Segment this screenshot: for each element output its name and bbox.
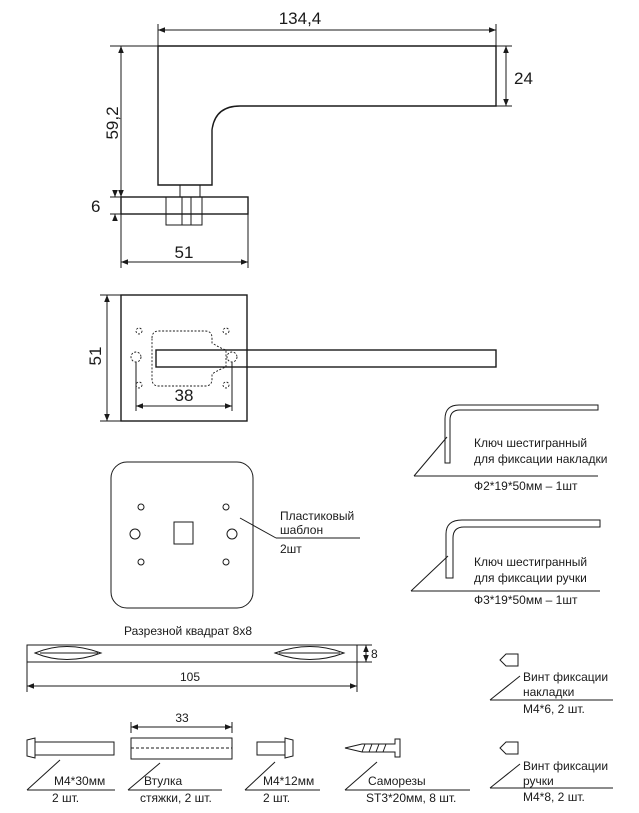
mounting-hole: [135, 327, 143, 335]
leader-line: [244, 761, 276, 791]
bolt-shank: [34, 741, 115, 756]
spindle-spring-right: [273, 646, 346, 660]
template-hole: [222, 558, 230, 566]
lever-front: [155, 349, 497, 368]
leader-line: [489, 675, 521, 701]
handle-neck: [179, 184, 201, 198]
wood-screw-shape: [344, 738, 401, 758]
wood-screw-label-2: ST3*20мм, 8 шт.: [366, 791, 456, 805]
hex-key-rose: Ключ шестигранный для фиксации накладки …: [413, 404, 607, 493]
dimension-hole-spacing: 38: [175, 386, 194, 405]
wood-screw: Саморезы ST3*20мм, 8 шт.: [344, 738, 470, 805]
template-hole: [222, 503, 230, 511]
short-bolt-head: [284, 737, 294, 759]
template-cutout-outline: [151, 330, 227, 387]
dimension-handle-height: 24: [514, 69, 533, 88]
grub-screw-handle-label-2: ручки: [523, 774, 554, 788]
spindle-boss: [165, 196, 203, 226]
dimension-spindle-height: 8: [371, 647, 378, 661]
mounting-hole: [135, 381, 143, 389]
handle-lever-outline: [157, 45, 497, 186]
hex-key-handle-spec: Ф3*19*50мм – 1шт: [474, 593, 578, 607]
grub-screw-handle: Винт фиксации ручки М4*8, 2 шт.: [489, 741, 613, 804]
template-hole: [137, 558, 145, 566]
connector-sleeve: 33 Втулка стяжки, 2 шт.: [127, 711, 233, 805]
hex-key-rose-shape: [444, 404, 599, 464]
leader-line: [26, 759, 61, 791]
dimension-spindle-length: 105: [180, 670, 200, 684]
handle-front-view: 51 38: [86, 294, 497, 422]
grub-screw-rose-spec: М4*6, 2 шт.: [523, 702, 585, 716]
dimension-rose-width: 51: [175, 243, 194, 262]
template-label-2: шаблон: [280, 523, 323, 537]
leader-line: [489, 763, 521, 789]
grub-screw-rose-label-1: Винт фиксации: [523, 670, 608, 684]
spindle-label: Разрезной квадрат 8х8: [124, 624, 252, 638]
bolt-short-size: М4*12мм: [263, 774, 314, 788]
dimension-handle-projection: 59,2: [103, 106, 122, 139]
grub-screw-handle-label-1: Винт фиксации: [523, 759, 608, 773]
hex-key-rose-spec: Ф2*19*50мм – 1шт: [474, 479, 578, 493]
rose-side-profile: [120, 196, 249, 215]
hex-key-rose-label-1: Ключ шестигранный: [474, 436, 587, 450]
split-spindle: Разрезной квадрат 8х8 8 105: [26, 624, 378, 692]
dimension-sleeve-length: 33: [175, 711, 189, 725]
grub-screw-rose: Винт фиксации накладки М4*6, 2 шт.: [489, 653, 613, 716]
bolt-long-size: М4*30мм: [54, 774, 105, 788]
spindle-body: [26, 644, 358, 663]
grub-screw-rose-shape: [499, 653, 519, 667]
leader-line: [239, 517, 277, 539]
bolt-long-qty: 2 шт.: [52, 791, 79, 805]
leader-line: [410, 555, 449, 592]
leader-line: [413, 436, 448, 477]
mounting-hole: [222, 327, 230, 335]
template-bolt-hole: [226, 528, 238, 540]
template-qty: 2шт: [280, 542, 302, 556]
dimension-rose-height: 51: [86, 347, 105, 366]
hex-key-handle: Ключ шестигранный для фиксации ручки Ф3*…: [410, 519, 601, 607]
bolt-hole: [226, 351, 238, 363]
bolt-m4x30: М4*30мм 2 шт.: [26, 737, 115, 805]
template-square-hole: [173, 521, 194, 545]
template-hole: [137, 503, 145, 511]
grub-screw-handle-shape: [499, 741, 519, 755]
plastic-template: Пластиковый шаблон 2шт: [110, 461, 360, 609]
rose-front-plate: [120, 294, 248, 422]
template-label-1: Пластиковый: [280, 509, 354, 523]
grub-screw-handle-spec: М4*8, 2 шт.: [523, 790, 585, 804]
handle-side-view: 134,4 24 59,2 6 51: [91, 9, 533, 268]
bolt-hole: [130, 351, 142, 363]
grub-screw-rose-label-2: накладки: [523, 685, 574, 699]
hex-key-handle-label-1: Ключ шестигранный: [474, 555, 587, 569]
hex-key-handle-label-2: для фиксации ручки: [474, 571, 587, 585]
leader-line: [344, 761, 378, 791]
hex-key-handle-shape: [445, 519, 601, 579]
dimension-rose-thickness: 6: [91, 197, 100, 216]
spindle-stub: [181, 196, 192, 226]
sleeve-label-2: стяжки, 2 шт.: [140, 791, 212, 805]
mounting-hole: [222, 381, 230, 389]
bolt-short-qty: 2 шт.: [263, 791, 290, 805]
wood-screw-label-1: Саморезы: [368, 774, 426, 788]
spindle-spring-left: [33, 646, 103, 660]
template-bolt-hole: [129, 528, 141, 540]
dimension-handle-length: 134,4: [279, 9, 322, 28]
bolt-m4x12: М4*12мм 2 шт.: [244, 737, 320, 805]
short-bolt-shank: [256, 741, 286, 756]
hex-key-rose-label-2: для фиксации накладки: [474, 452, 607, 466]
leader-line: [127, 762, 161, 791]
bolt-head: [26, 737, 36, 759]
sleeve-label-1: Втулка: [144, 774, 182, 788]
template-body: [110, 461, 254, 609]
